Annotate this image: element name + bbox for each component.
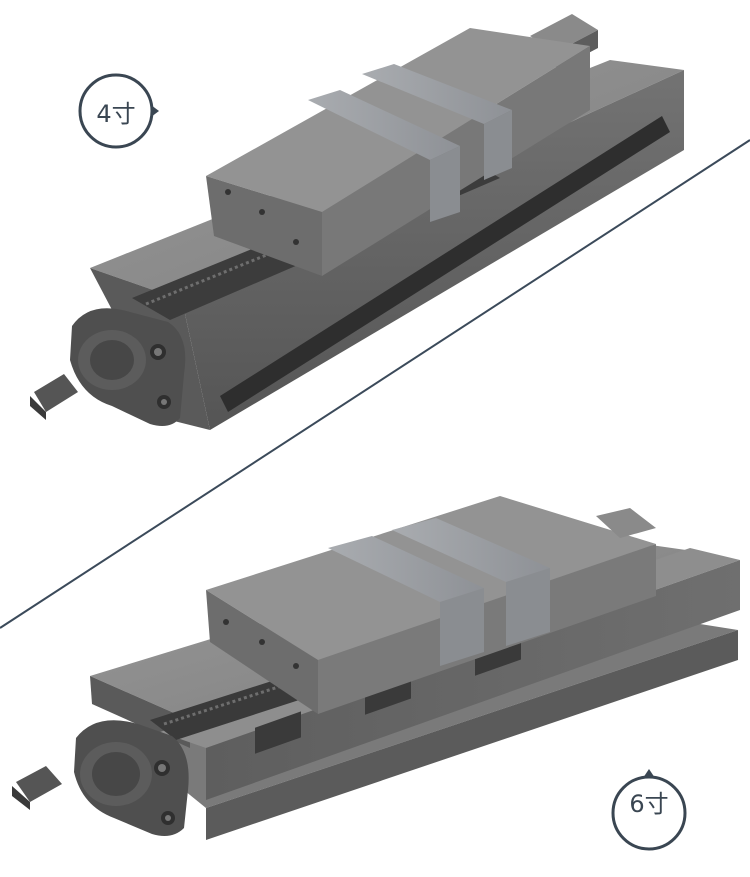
badge-ring-icon (78, 73, 159, 149)
jaw-pad-1-side (430, 146, 460, 222)
jaw-pad-2-6 (392, 518, 550, 582)
badge-label: 6寸 (629, 789, 669, 818)
jaw-pad-1-6 (328, 536, 484, 602)
crank-housing-6 (12, 720, 189, 836)
body-front-face (182, 70, 684, 430)
body-side-slot (220, 116, 670, 412)
size-badge-4-inch: 4寸 (77, 72, 159, 150)
jaw-pad-1 (308, 90, 460, 160)
vise-4-inch (30, 14, 684, 430)
front-rail-front-6 (206, 560, 740, 800)
jaw-pad-1-side-6 (440, 588, 484, 666)
divider-line (0, 139, 750, 629)
badge-ring-icon (611, 769, 687, 851)
jaw-pad-2 (362, 64, 512, 124)
base-plate-front (206, 630, 738, 840)
jaw-block-front (206, 176, 322, 276)
jaw-pad-2-side-6 (506, 568, 550, 646)
jaw-block-side-6 (318, 544, 656, 714)
crank-housing-4 (30, 308, 186, 426)
vise-6-inch (12, 496, 740, 840)
badge-label: 4寸 (96, 99, 136, 128)
jaw-pad-2-side (484, 110, 512, 180)
jaw-block-front-6 (206, 590, 318, 714)
size-badge-6-inch: 6寸 (610, 762, 688, 851)
